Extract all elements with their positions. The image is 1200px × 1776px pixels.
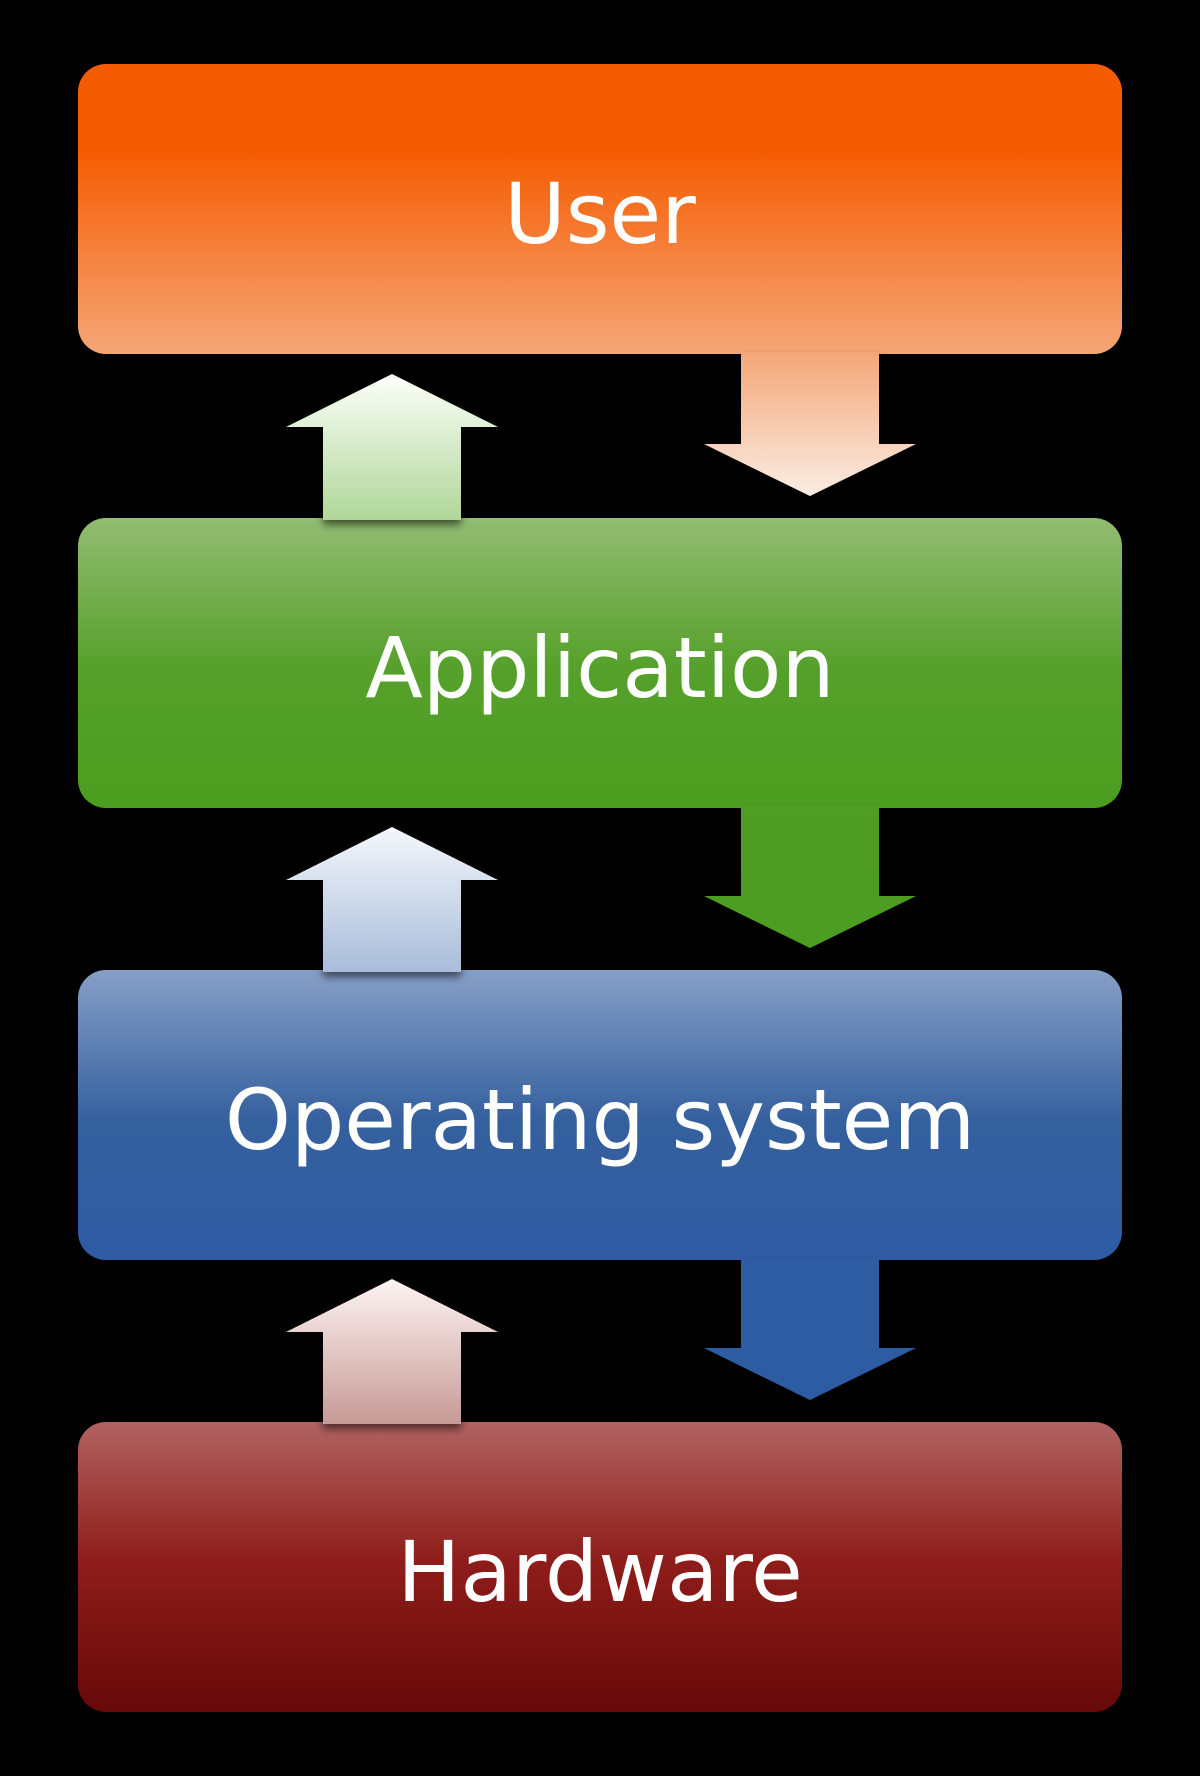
arrow-up-os-to-application: [286, 827, 498, 972]
layer-label-application: Application: [365, 619, 835, 717]
arrow-down-user-to-application: [704, 352, 916, 496]
layer-box-user: User: [78, 64, 1122, 354]
layer-box-application: Application: [78, 518, 1122, 808]
layer-label-hardware: Hardware: [397, 1523, 803, 1621]
arrow-down-os-to-hardware: [704, 1258, 916, 1400]
layer-label-user: User: [504, 165, 696, 263]
layer-label-operating-system: Operating system: [224, 1071, 976, 1169]
arrow-up-hardware-to-os: [286, 1279, 498, 1424]
layer-box-operating-system: Operating system: [78, 970, 1122, 1260]
arrow-up-application-to-user: [286, 374, 498, 520]
layer-box-hardware: Hardware: [78, 1422, 1122, 1712]
arrow-down-application-to-os: [704, 806, 916, 948]
